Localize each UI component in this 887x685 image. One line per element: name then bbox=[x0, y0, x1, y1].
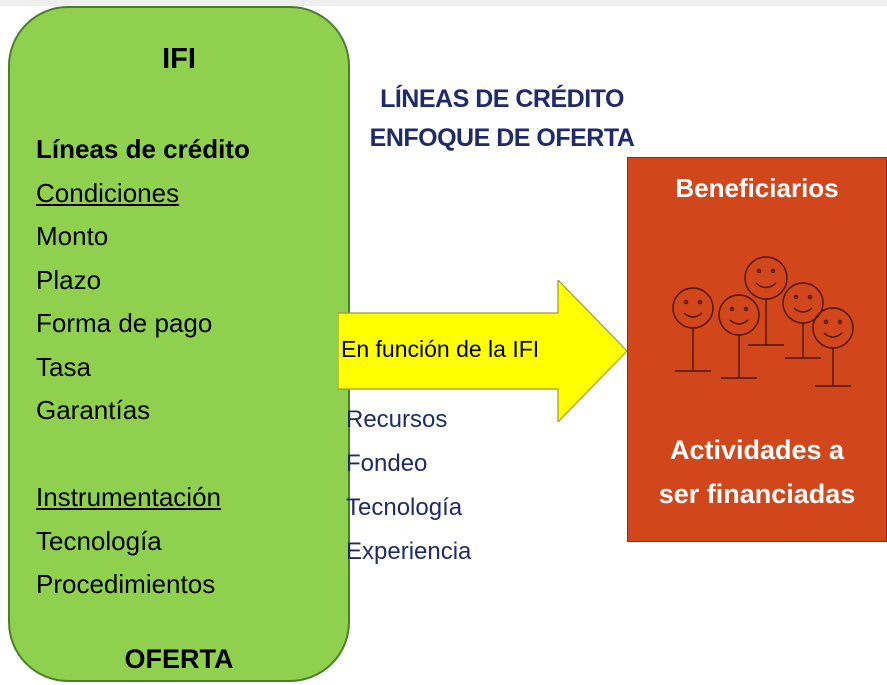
beneficiaries-title: Beneficiarios bbox=[675, 173, 839, 203]
person-face-icon bbox=[744, 256, 788, 346]
ifi-title: IFI bbox=[162, 43, 196, 75]
resource-item: Experiencia bbox=[346, 538, 472, 565]
resource-item: Tecnología bbox=[346, 494, 463, 521]
arrow-polygon bbox=[338, 280, 628, 422]
beneficiaries-box: Beneficiarios bbox=[627, 157, 887, 542]
condition-item: Plazo bbox=[36, 264, 102, 295]
activities-label: Actividades a ser financiadas bbox=[628, 428, 886, 516]
person-face-icon bbox=[718, 294, 760, 379]
resource-item: Fondeo bbox=[346, 450, 428, 477]
instrumentation-item: Tecnología bbox=[36, 525, 162, 556]
ifi-box: IFI Líneas de crédito Condiciones Monto … bbox=[8, 6, 350, 682]
activities-line-1: Actividades a bbox=[669, 435, 845, 465]
condition-item: Garantías bbox=[36, 395, 151, 425]
condition-item: Monto bbox=[36, 221, 109, 251]
resources-list: Recursos Fondeo Tecnología Experiencia bbox=[346, 398, 471, 574]
conditions-label: Condiciones bbox=[36, 177, 180, 208]
heading-line-2: ENFOQUE DE OFERTA bbox=[369, 124, 635, 152]
oferta-label: OFERTA bbox=[124, 644, 234, 674]
person-face-icon bbox=[812, 307, 854, 387]
heading-line-1: LÍNEAS DE CRÉDITO bbox=[380, 85, 624, 113]
spacer bbox=[36, 433, 250, 477]
people-icon bbox=[672, 256, 854, 387]
arrow-label: En función de la IFI bbox=[341, 336, 540, 362]
ifi-list: Líneas de crédito Condiciones Monto Plaz… bbox=[36, 128, 250, 607]
condition-item: Forma de pago bbox=[36, 308, 213, 338]
center-heading: LÍNEAS DE CRÉDITO ENFOQUE DE OFERTA bbox=[352, 80, 652, 158]
person-face-icon bbox=[672, 287, 714, 372]
condition-item: Tasa bbox=[36, 351, 91, 382]
instrumentation-label: Instrumentación bbox=[36, 482, 221, 512]
person-face-icon bbox=[782, 282, 824, 359]
instrumentation-item: Procedimientos bbox=[36, 569, 216, 599]
arrow-shape bbox=[338, 280, 628, 422]
credit-lines-heading: Líneas de crédito bbox=[36, 134, 250, 164]
top-strip bbox=[0, 0, 887, 6]
resource-item: Recursos bbox=[346, 406, 448, 433]
activities-line-2: ser financiadas bbox=[658, 479, 856, 509]
